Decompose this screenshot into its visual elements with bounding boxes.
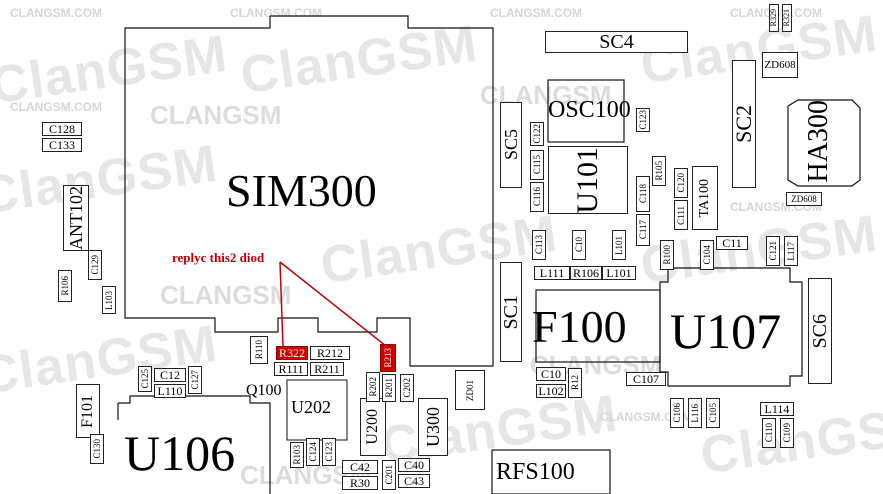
c40-component: C40: [398, 458, 430, 472]
c202-component: C202: [400, 374, 414, 402]
u107-label: U107: [670, 303, 782, 359]
c12-component: C12: [154, 368, 186, 382]
r202-component: R202: [366, 372, 380, 402]
r322-component: R322: [276, 346, 308, 360]
c121-component: C121: [766, 236, 780, 266]
c123-component: C123: [636, 108, 650, 132]
zd608b-component: ZD608: [786, 192, 822, 206]
c118-component: C118: [636, 176, 650, 212]
l116-component: L116: [688, 398, 702, 428]
c42-component: C42: [342, 460, 378, 474]
r106-component: R106: [58, 270, 72, 302]
osc100-label: OSC100: [548, 97, 631, 123]
c109-component: C109: [780, 418, 794, 448]
l102-component: L102: [536, 384, 566, 398]
u202-label: U202: [291, 397, 331, 417]
r212-component: R212: [310, 346, 350, 360]
r12-component: R12: [568, 368, 582, 398]
sim300-label: SIM300: [226, 165, 377, 216]
sc2-component: SC2: [731, 60, 756, 188]
r100-component: R100: [660, 240, 674, 270]
l101b-component: L101: [602, 266, 636, 280]
c127-component: C127: [188, 366, 202, 394]
c120-component: C120: [674, 168, 688, 198]
r201-component: R201: [382, 374, 396, 402]
c130-component: C130: [90, 434, 104, 464]
f101-component: F101: [76, 384, 100, 438]
r30-component: R30: [342, 476, 378, 490]
sc4-component: SC4: [545, 31, 688, 53]
l111-component: L111: [534, 266, 570, 280]
l114-component: L114: [760, 402, 794, 416]
c122-component: C122: [530, 122, 544, 146]
annotation-note: replyc this2 diod: [172, 250, 265, 265]
c117-component: C117: [636, 214, 650, 246]
l113-component: C113: [532, 230, 546, 260]
u106-label: U106: [124, 425, 236, 481]
r105-component: R105: [652, 156, 666, 186]
c129-component: C129: [88, 250, 102, 280]
ha300-label: HA300: [803, 100, 834, 183]
r103-component: R103: [290, 442, 304, 468]
c105-component: C105: [706, 398, 720, 428]
c123b-component: C123: [322, 438, 336, 466]
c115-component: C115: [530, 150, 544, 180]
ant102-component: ANT102: [63, 185, 89, 251]
sc1-component: SC1: [500, 262, 522, 362]
c104-component: C104: [700, 240, 714, 270]
c201-component: C201: [382, 460, 396, 490]
q100-label: Q100: [246, 382, 282, 399]
r106b-component: R106: [570, 266, 602, 280]
c103-component: C10: [572, 230, 586, 260]
r110-component: R110: [250, 336, 268, 364]
u200-component: U200: [360, 398, 386, 456]
c124-component: C124: [306, 438, 320, 466]
r211-component: R211: [310, 362, 344, 376]
zd608-component: ZD608: [762, 52, 798, 78]
l103-component: L103: [102, 286, 116, 314]
c111-component: C111: [674, 200, 688, 230]
c116-component: C116: [530, 182, 544, 212]
r329-component: R329: [769, 4, 779, 32]
r213-component: R213: [380, 344, 396, 372]
r111-component: R111: [274, 362, 308, 376]
c43-component: C43: [398, 474, 430, 488]
c128-component: C128: [42, 122, 82, 136]
rfs100-label: RFS100: [496, 459, 575, 485]
sc6-component: SC6: [808, 278, 832, 384]
r321-component: R321: [782, 4, 792, 32]
c125-component: C125: [138, 366, 152, 392]
sc5-component: SC5: [500, 102, 522, 188]
f100-label: F100: [532, 301, 627, 352]
u300-component: U300: [418, 398, 448, 456]
c110-component: C110: [762, 418, 776, 448]
l117-component: L117: [784, 236, 798, 266]
c11-component: C11: [716, 236, 748, 250]
c107-component: C107: [626, 372, 666, 386]
l101-component: L101: [612, 230, 626, 260]
c133-component: C133: [42, 138, 82, 152]
zd01-component: ZD01: [455, 370, 485, 410]
ta100-component: TA100: [692, 166, 718, 230]
c106-component: C106: [670, 398, 684, 428]
l110-component: L110: [154, 384, 186, 398]
u101-component: U101: [548, 146, 628, 214]
c10b-component: C10: [536, 367, 566, 381]
